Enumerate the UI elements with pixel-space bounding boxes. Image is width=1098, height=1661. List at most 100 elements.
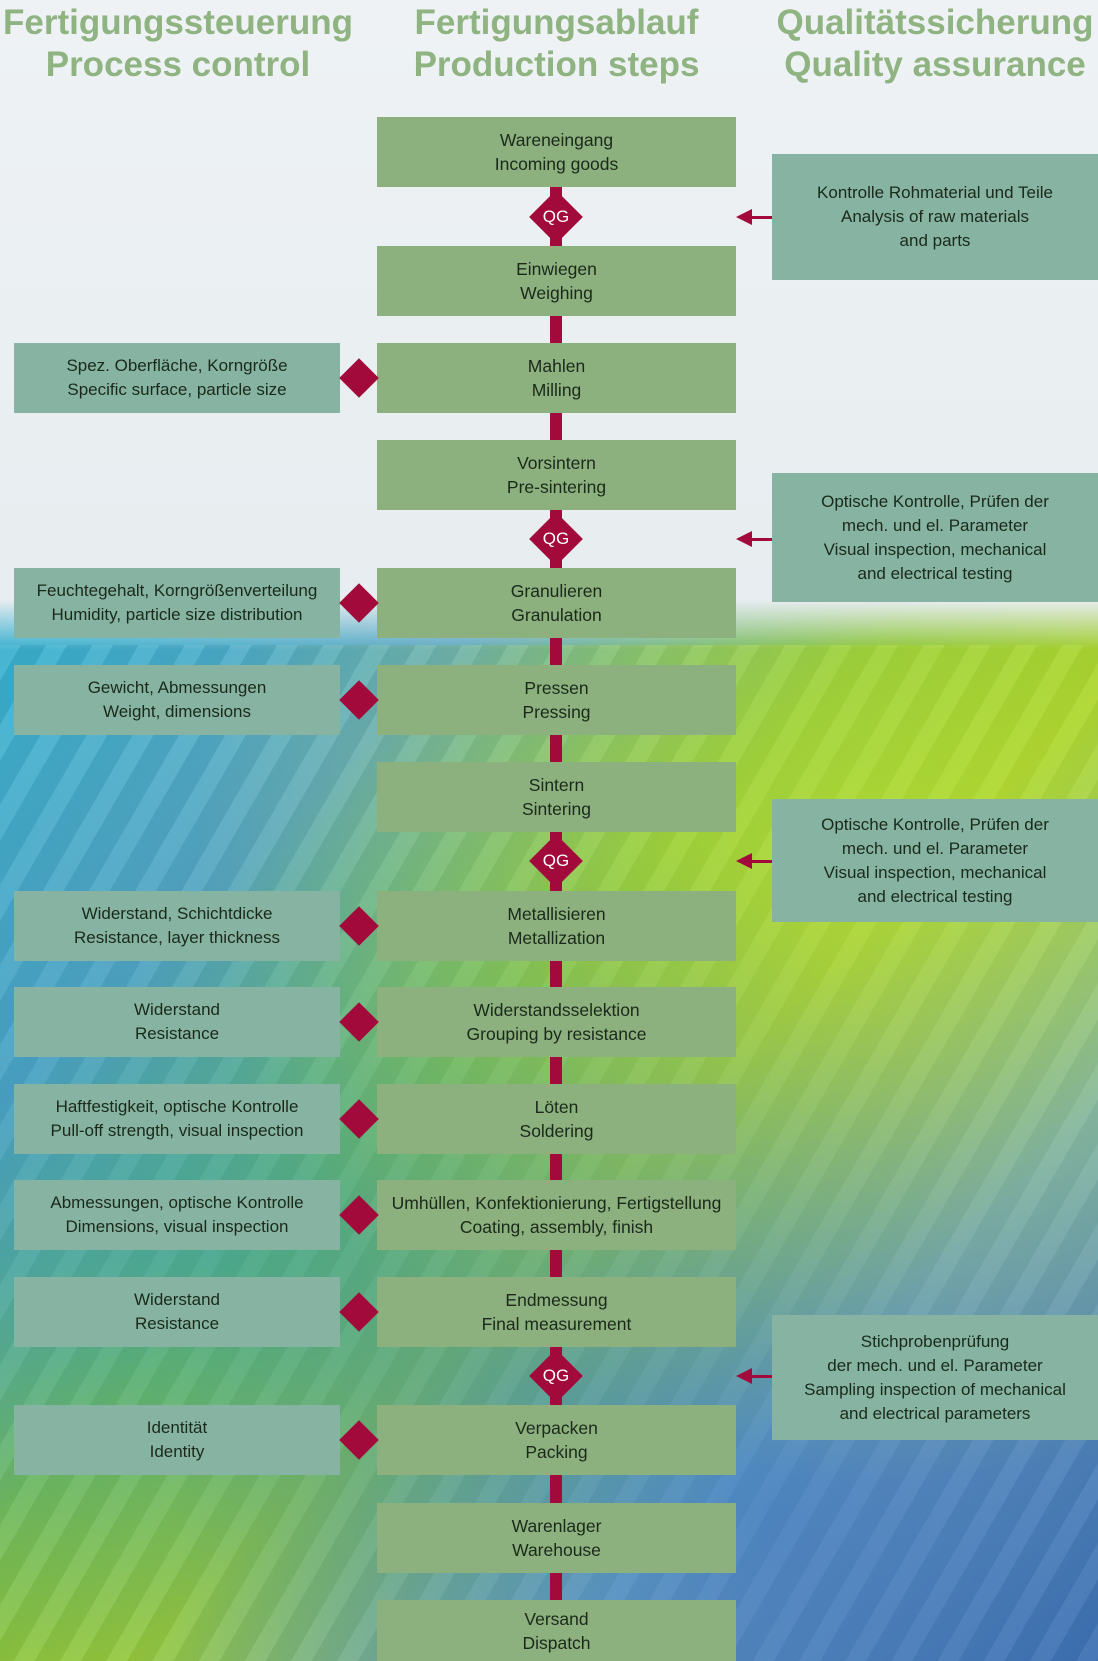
control-specific-surface: Spez. Oberfläche, Korngröße Specific sur…: [14, 343, 340, 413]
step-pre-sintering: Vorsintern Pre-sintering: [377, 440, 736, 510]
step-packing: Verpacken Packing: [377, 1405, 736, 1475]
control-resistance: Widerstand Resistance: [14, 987, 340, 1057]
step-label-en: Incoming goods: [494, 154, 619, 174]
step-label-en: Weighing: [520, 283, 593, 303]
control-label-en: Identity: [149, 1442, 205, 1461]
arrow-left-icon: [736, 531, 772, 547]
control-resistance-layer-thickness: Widerstand, Schichtdicke Resistance, lay…: [14, 891, 340, 961]
qg-label: QG: [542, 529, 570, 548]
step-label-en: Milling: [531, 380, 582, 400]
qg-label: QG: [542, 1366, 570, 1385]
step-label-de: Sintern: [528, 775, 585, 795]
arrow-left-icon: [736, 209, 772, 225]
qa-line: and electrical testing: [857, 563, 1013, 583]
step-metallization: Metallisieren Metallization: [377, 891, 736, 961]
step-label-de: Granulieren: [510, 581, 603, 601]
header-production-steps-en: Production steps: [413, 45, 700, 84]
qg-label: QG: [542, 207, 570, 226]
control-label-en: Dimensions, visual inspection: [65, 1217, 289, 1236]
step-dispatch: Versand Dispatch: [377, 1600, 736, 1661]
step-warehouse: Warenlager Warehouse: [377, 1503, 736, 1573]
control-label-de: Widerstand: [134, 1000, 220, 1019]
header-production-steps: Fertigungsablauf Production steps: [377, 2, 736, 86]
arrow-left-icon: [736, 1368, 772, 1384]
step-label-en: Granulation: [511, 605, 602, 625]
control-label-en: Resistance, layer thickness: [74, 928, 280, 947]
step-label-de: Einwiegen: [516, 259, 597, 279]
step-label-de: Verpacken: [515, 1418, 598, 1438]
qa-line: mech. und el. Parameter: [841, 838, 1029, 858]
qg-label: QG: [542, 851, 570, 870]
step-grouping-by-resistance: Widerstandsselektion Grouping by resista…: [377, 987, 736, 1057]
step-label-de: Endmessung: [505, 1290, 608, 1310]
step-label-de: Wareneingang: [499, 130, 614, 150]
qa-line: Analysis of raw materials: [840, 207, 1029, 226]
qa-line: Kontrolle Rohmaterial und Teile: [817, 183, 1053, 202]
control-label-de: Widerstand, Schichtdicke: [81, 904, 273, 923]
step-label-de: Vorsintern: [517, 453, 596, 473]
header-quality-assurance-en: Quality assurance: [784, 45, 1086, 84]
step-label-en: Sintering: [521, 799, 592, 819]
qa-sampling-inspection: Stichprobenprüfung der mech. und el. Par…: [772, 1315, 1098, 1440]
qa-line: and electrical parameters: [839, 1403, 1031, 1423]
step-label-en: Soldering: [519, 1121, 594, 1141]
qa-line: Optische Kontrolle, Prüfen der: [821, 814, 1049, 834]
control-dimensions-visual: Abmessungen, optische Kontrolle Dimensio…: [14, 1180, 340, 1250]
step-pressing: Pressen Pressing: [377, 665, 736, 735]
step-label-de: Widerstandsselektion: [473, 1000, 640, 1020]
control-resistance-final: Widerstand Resistance: [14, 1277, 340, 1347]
step-coating-assembly: Umhüllen, Konfektionierung, Fertigstellu…: [377, 1180, 736, 1250]
step-label-de: Metallisieren: [507, 904, 606, 924]
qa-raw-materials: Kontrolle Rohmaterial und Teile Analysis…: [772, 154, 1098, 280]
qg-gate-marker: QG: [529, 834, 583, 888]
control-label-en: Weight, dimensions: [102, 702, 252, 721]
qa-line: der mech. und el. Parameter: [827, 1355, 1043, 1375]
qa-visual-mechanical-electrical: Optische Kontrolle, Prüfen der mech. und…: [772, 473, 1098, 602]
step-label-de: Versand: [524, 1608, 589, 1629]
qa-line: Sampling inspection of mechanical: [804, 1379, 1066, 1399]
control-label-de: Haftfestigkeit, optische Kontrolle: [55, 1097, 299, 1116]
control-label-de: Gewicht, Abmessungen: [87, 678, 267, 697]
diamond-icon: [339, 583, 379, 623]
control-label-en: Resistance: [134, 1314, 220, 1333]
step-label-en: Warehouse: [512, 1540, 601, 1560]
qa-line: Optische Kontrolle, Prüfen der: [821, 491, 1049, 511]
step-label-de: Löten: [534, 1097, 579, 1117]
header-process-control-de: Fertigungssteuerung: [2, 3, 354, 42]
control-label-de: Feuchtegehalt, Korngrößenverteilung: [36, 581, 318, 600]
header-process-control-en: Process control: [45, 45, 311, 84]
step-label-de: Umhüllen, Konfektionierung, Fertigstellu…: [391, 1193, 722, 1213]
qa-visual-mechanical-electrical-2: Optische Kontrolle, Prüfen der mech. und…: [772, 799, 1098, 922]
header-process-control: Fertigungssteuerung Process control: [0, 2, 356, 86]
step-label-de: Warenlager: [511, 1516, 602, 1536]
qa-line: Visual inspection, mechanical: [823, 862, 1047, 882]
qg-gate-marker: QG: [529, 512, 583, 566]
qa-line: mech. und el. Parameter: [841, 515, 1029, 535]
control-label-de: Widerstand: [134, 1290, 220, 1309]
step-label-en: Final measurement: [481, 1314, 632, 1334]
step-label-en: Grouping by resistance: [466, 1024, 647, 1044]
header-quality-assurance-de: Qualitätssicherung: [776, 3, 1094, 42]
qg-gate-marker: QG: [529, 1349, 583, 1403]
step-granulation: Granulieren Granulation: [377, 568, 736, 638]
step-label-en: Packing: [525, 1442, 588, 1462]
control-label-de: Identität: [146, 1418, 208, 1437]
qa-line: Stichprobenprüfung: [860, 1331, 1010, 1351]
qa-line: and parts: [899, 231, 971, 250]
control-label-en: Resistance: [134, 1024, 220, 1043]
control-label-en: Specific surface, particle size: [67, 380, 287, 399]
step-label-de: Pressen: [524, 678, 589, 698]
control-weight-dimensions: Gewicht, Abmessungen Weight, dimensions: [14, 665, 340, 735]
step-label-de: Mahlen: [527, 356, 586, 376]
step-label-en: Coating, assembly, finish: [459, 1217, 654, 1237]
header-quality-assurance: Qualitätssicherung Quality assurance: [772, 2, 1098, 86]
step-incoming-goods: Wareneingang Incoming goods: [377, 117, 736, 187]
step-label-en: Pre-sintering: [506, 477, 607, 497]
step-weighing: Einwiegen Weighing: [377, 246, 736, 316]
control-label-de: Abmessungen, optische Kontrolle: [50, 1193, 304, 1212]
control-pull-off-strength: Haftfestigkeit, optische Kontrolle Pull-…: [14, 1084, 340, 1154]
diamond-icon: [339, 358, 379, 398]
step-milling: Mahlen Milling: [377, 343, 736, 413]
step-label-en: Pressing: [522, 702, 591, 722]
control-humidity: Feuchtegehalt, Korngrößenverteilung Humi…: [14, 568, 340, 638]
